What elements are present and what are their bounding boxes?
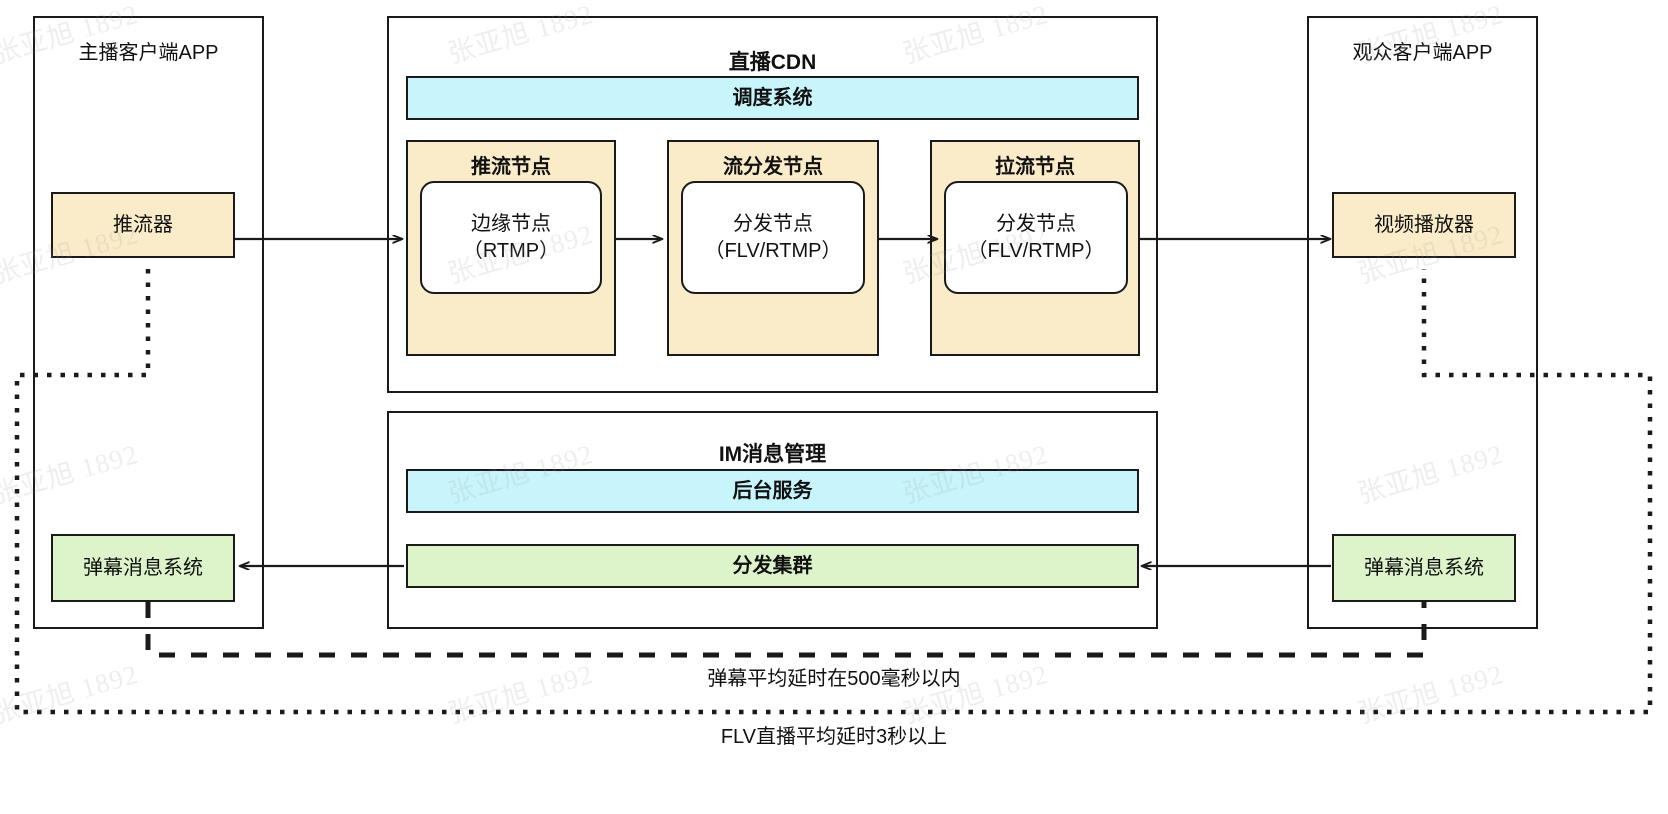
node-danmaku-right[interactable]: 弹幕消息系统 <box>1332 534 1516 602</box>
group-stream-dist-node-title: 流分发节点 <box>723 156 823 178</box>
node-pusher[interactable]: 推流器 <box>51 192 235 258</box>
node-video-player[interactable]: 视频播放器 <box>1332 192 1516 258</box>
node-dist-flv-rtmp[interactable]: 分发节点 （FLV/RTMP） <box>681 181 865 294</box>
panel-cdn-title: 直播CDN <box>728 51 817 74</box>
node-danmaku-left-label: 弹幕消息系统 <box>83 556 203 579</box>
panel-viewer-app-title: 观众客户端APP <box>1352 42 1493 64</box>
node-dist-flv-rtmp-line1: 分发节点 <box>733 212 813 235</box>
group-push-node-title: 推流节点 <box>471 156 551 178</box>
node-pull-flv-rtmp-line2: （FLV/RTMP） <box>967 239 1105 262</box>
panel-anchor-app-title: 主播客户端APP <box>78 42 219 64</box>
label-flv-latency: FLV直播平均延时3秒以上 <box>720 726 948 748</box>
node-pull-flv-rtmp[interactable]: 分发节点 （FLV/RTMP） <box>944 181 1128 294</box>
panel-im-title: IM消息管理 <box>718 443 827 466</box>
node-edge-rtmp-line2: （RTMP） <box>462 239 560 262</box>
node-pusher-label: 推流器 <box>113 213 173 236</box>
node-dispatch-cluster[interactable]: 分发集群 <box>406 544 1139 588</box>
node-backend-service[interactable]: 后台服务 <box>406 469 1139 513</box>
node-video-player-label: 视频播放器 <box>1374 213 1474 236</box>
node-edge-rtmp-line1: 边缘节点 <box>471 212 551 235</box>
node-danmaku-right-label: 弹幕消息系统 <box>1364 556 1484 579</box>
node-backend-service-label: 后台服务 <box>732 479 813 502</box>
node-pull-flv-rtmp-line1: 分发节点 <box>996 212 1076 235</box>
node-danmaku-left[interactable]: 弹幕消息系统 <box>51 534 235 602</box>
node-dist-flv-rtmp-line2: （FLV/RTMP） <box>704 239 842 262</box>
label-danmaku-latency: 弹幕平均延时在500毫秒以内 <box>707 668 961 690</box>
panel-im: IM消息管理 <box>387 411 1158 629</box>
node-scheduler[interactable]: 调度系统 <box>406 76 1139 120</box>
node-edge-rtmp[interactable]: 边缘节点 （RTMP） <box>420 181 602 294</box>
node-scheduler-label: 调度系统 <box>732 86 813 109</box>
node-dispatch-cluster-label: 分发集群 <box>732 554 813 577</box>
group-pull-node-title: 拉流节点 <box>995 156 1075 178</box>
